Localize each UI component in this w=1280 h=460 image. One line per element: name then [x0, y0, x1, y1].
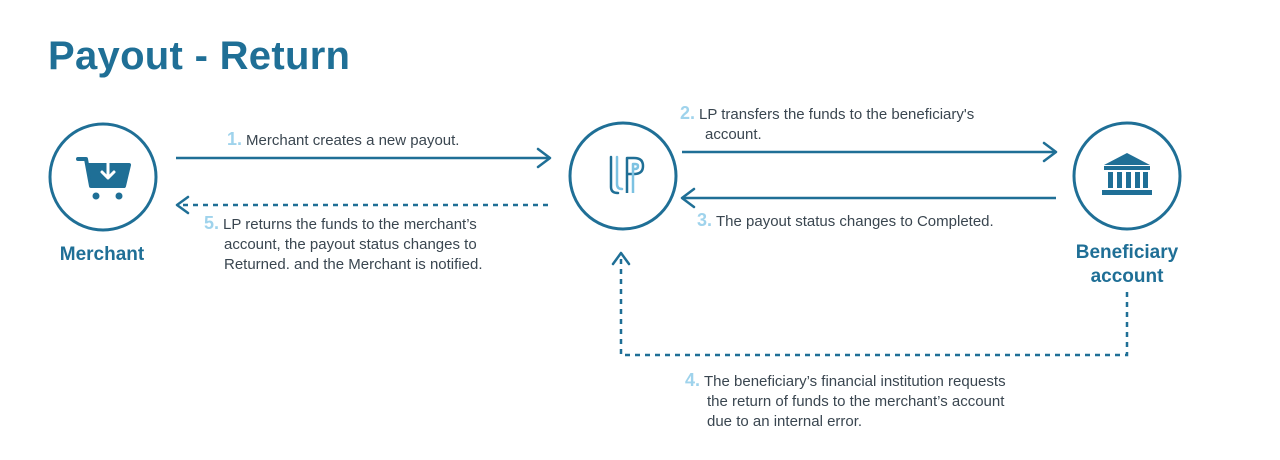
arrow-step-1 — [176, 147, 552, 169]
step-4-text-line1: The beneficiary’s financial institution … — [704, 373, 1006, 390]
arrow-step-2 — [682, 141, 1058, 163]
step-3-number: 3. — [697, 210, 713, 230]
arrow-step-5 — [175, 195, 548, 215]
shopping-cart-icon — [76, 157, 131, 200]
step-4-label: 4.The beneficiary’s financial institutio… — [685, 370, 1006, 432]
step-4-number: 4. — [685, 370, 701, 390]
merchant-label: Merchant — [40, 243, 164, 267]
beneficiary-label-line2: account — [1090, 266, 1164, 287]
page-title: Payout - Return — [48, 34, 351, 78]
merchant-node — [48, 122, 158, 232]
beneficiary-label: Beneficiary account — [1056, 241, 1198, 289]
step-2-label: 2.LP transfers the funds to the benefici… — [680, 103, 974, 145]
step-1-text: Merchant creates a new payout. — [246, 132, 460, 149]
step-4-text-line2: the return of funds to the merchant’s ac… — [707, 393, 1005, 410]
step-2-text-line2: account. — [705, 126, 762, 143]
merchant-label-text: Merchant — [59, 244, 145, 265]
arrow-step-4 — [611, 251, 1129, 357]
step-2-number: 2. — [680, 103, 696, 123]
step-5-text-line2: account, the payout status changes to — [224, 236, 477, 253]
step-3-label: 3.The payout status changes to Completed… — [697, 210, 994, 232]
step-5-label: 5.LP returns the funds to the merchant’s… — [204, 213, 483, 275]
step-2-text-line1: LP transfers the funds to the beneficiar… — [699, 106, 975, 123]
step-3-text: The payout status changes to Completed. — [716, 213, 994, 230]
bank-icon — [1102, 153, 1152, 195]
step-1-label: 1.Merchant creates a new payout. — [227, 129, 459, 151]
lp-node — [568, 121, 678, 231]
step-5-text-line1: LP returns the funds to the merchant’s — [223, 216, 477, 233]
step-5-number: 5. — [204, 213, 220, 233]
step-5-text-line3: Returned. and the Merchant is notified. — [224, 256, 483, 273]
step-1-number: 1. — [227, 129, 243, 149]
arrow-step-3 — [680, 187, 1056, 209]
lp-logo-icon — [609, 155, 645, 195]
step-4-text-line3: due to an internal error. — [707, 413, 863, 430]
beneficiary-node — [1072, 121, 1182, 231]
beneficiary-label-line1: Beneficiary — [1075, 242, 1179, 263]
